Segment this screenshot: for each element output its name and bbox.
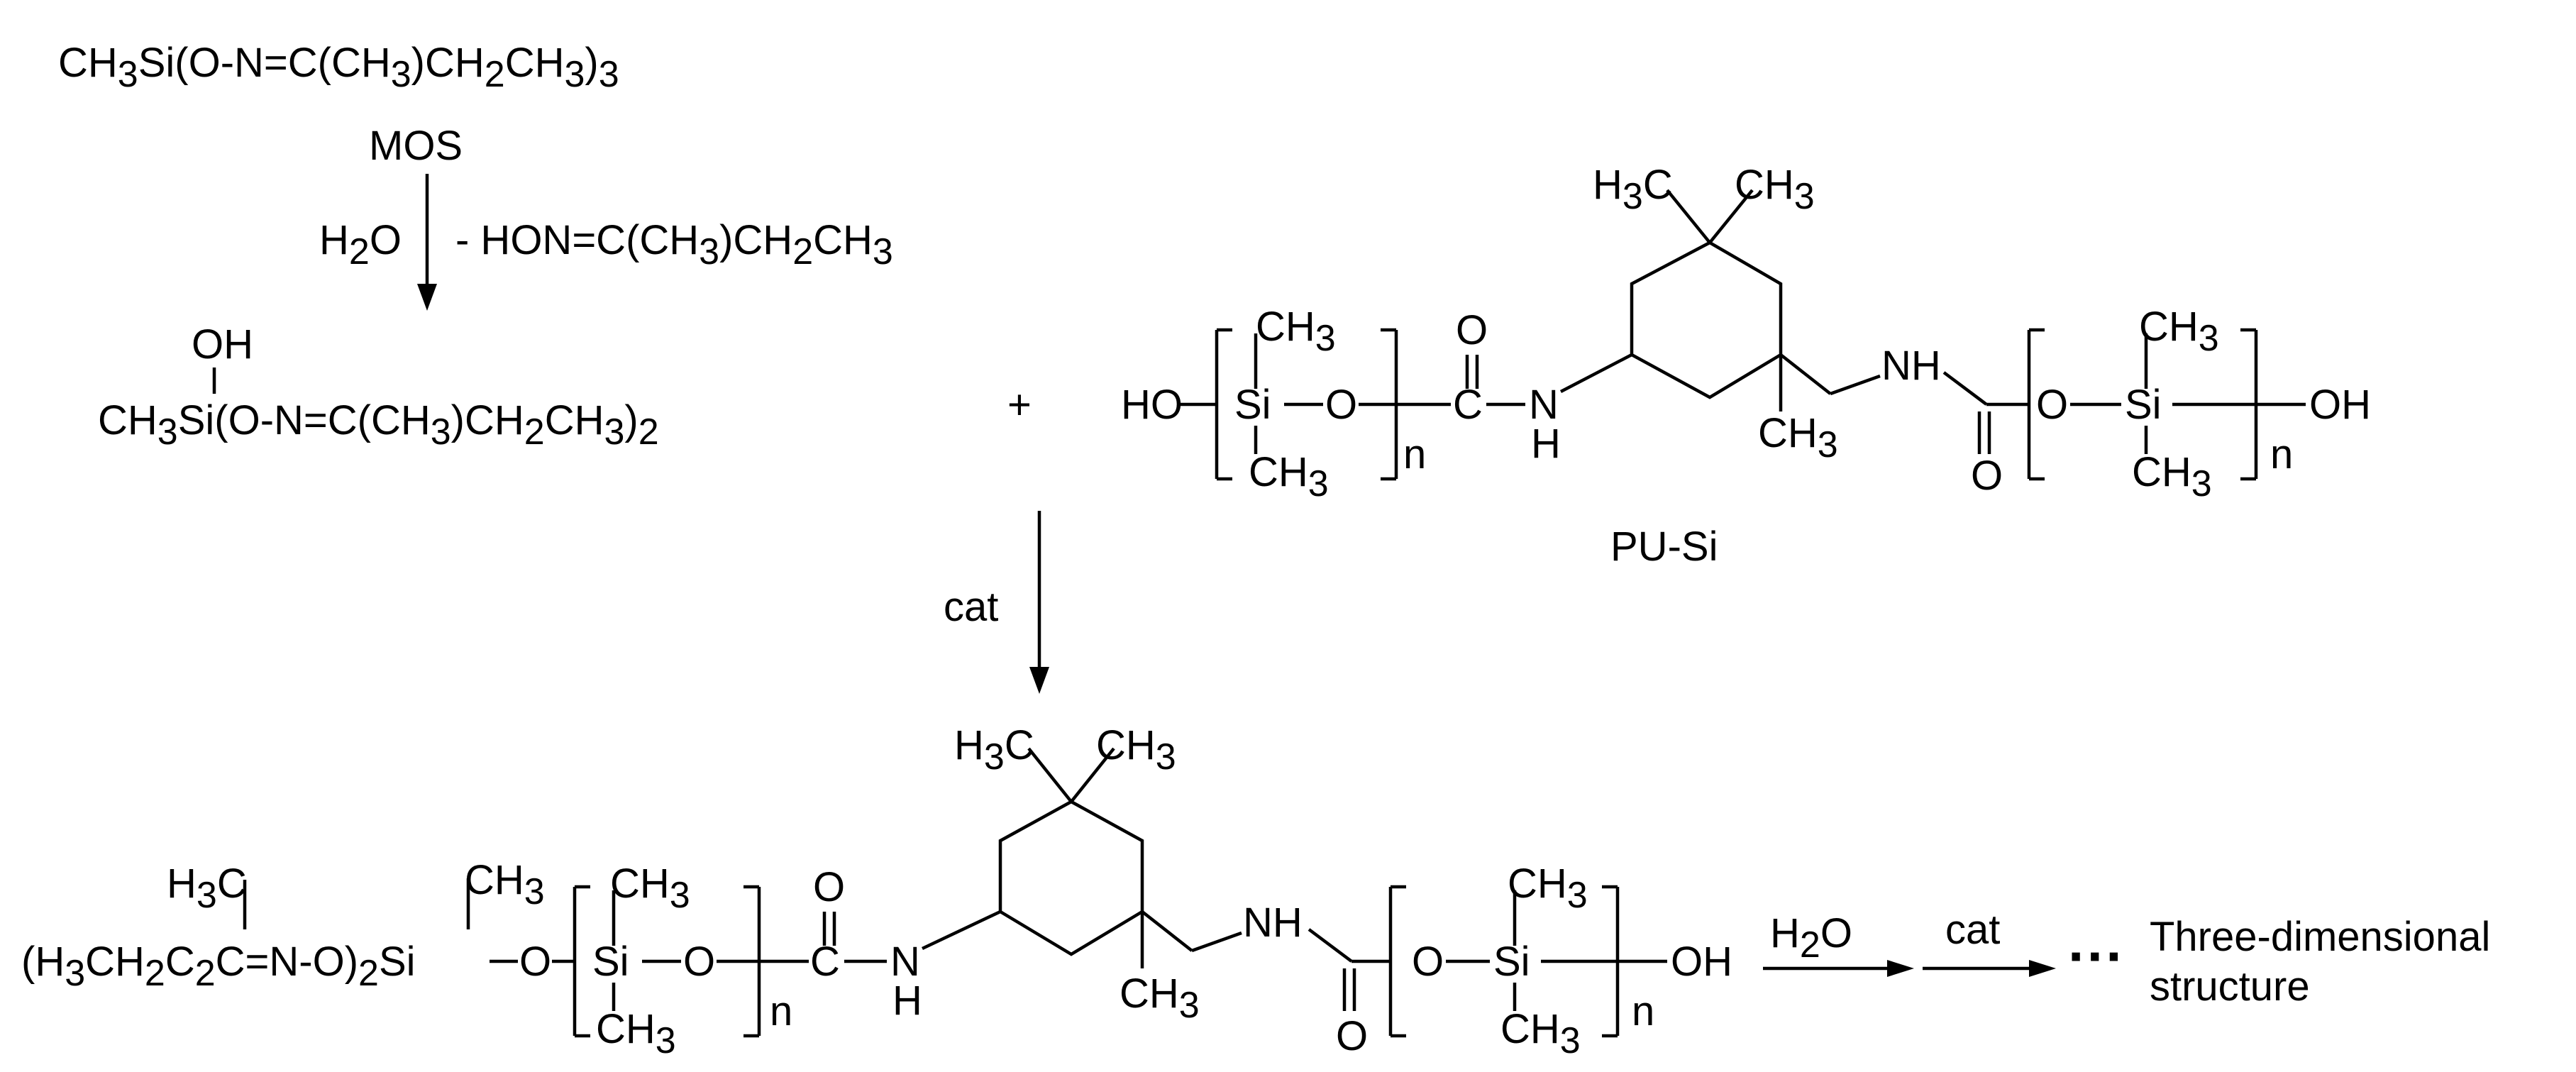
condensation-arrow	[1029, 511, 1049, 694]
svg-text:n: n	[2270, 431, 2293, 477]
svg-text:N: N	[1529, 382, 1559, 428]
intermediate-oh: OH	[192, 321, 253, 368]
svg-text:n: n	[770, 988, 792, 1034]
svg-text:H3C: H3C	[1593, 162, 1673, 217]
svg-text:H: H	[1531, 421, 1561, 467]
svg-text:CH3: CH3	[1256, 304, 1336, 359]
svg-text:H: H	[892, 978, 922, 1024]
svg-text:Si: Si	[1234, 382, 1271, 428]
svg-text:CH3: CH3	[1508, 861, 1588, 916]
svg-text:O: O	[1971, 453, 2003, 499]
svg-text:CH3: CH3	[2132, 449, 2212, 504]
svg-text:CH3: CH3	[1758, 410, 1838, 465]
svg-text:CH3: CH3	[610, 861, 690, 916]
final-arrow-cat	[1923, 960, 2056, 977]
svg-text:Si: Si	[592, 939, 629, 985]
svg-text:CH3: CH3	[1735, 162, 1815, 217]
cat-label-vertical: cat	[944, 584, 998, 630]
svg-text:Si: Si	[2125, 382, 2162, 428]
svg-text:Si: Si	[1493, 939, 1530, 985]
svg-text:CH3: CH3	[1120, 971, 1200, 1026]
svg-text:n: n	[1403, 431, 1426, 477]
svg-text:O: O	[683, 939, 715, 985]
oxime-byproduct: - HON=C(CH3)CH2CH3	[455, 217, 893, 272]
svg-text:O: O	[519, 939, 551, 985]
svg-text:CH3: CH3	[1249, 449, 1329, 504]
final-arrow-water	[1763, 960, 1914, 977]
product-molecule: H3C (H3CH2C2C=N-O)2Si CH3 O Si CH3 CH3 O…	[21, 722, 1732, 1061]
result-line-2: structure	[2150, 963, 2310, 1010]
svg-text:CH3: CH3	[2139, 304, 2219, 359]
svg-text:CH3: CH3	[465, 857, 545, 912]
final-water-label: H2O	[1770, 910, 1852, 966]
hydrolysis-arrow	[417, 174, 437, 311]
svg-text:O: O	[1456, 307, 1488, 353]
svg-text:N: N	[890, 939, 920, 985]
svg-text:H3C: H3C	[954, 722, 1034, 778]
svg-text:(H3CH2C2C=N-O)2Si: (H3CH2C2C=N-O)2Si	[21, 939, 416, 994]
final-cat-label: cat	[1945, 907, 2000, 953]
svg-text:O: O	[1325, 382, 1357, 428]
svg-text:NH: NH	[1243, 900, 1303, 946]
svg-text:O: O	[2036, 382, 2068, 428]
pu-si-molecule: HO Si CH3 CH3 O n C O N H H3C CH3 CH3 NH	[1121, 162, 2371, 504]
mos-label: MOS	[369, 123, 463, 169]
water-label: H2O	[319, 217, 402, 272]
svg-text:CH3: CH3	[596, 1006, 676, 1061]
svg-text:OH: OH	[1671, 939, 1732, 985]
svg-text:C: C	[1453, 382, 1483, 428]
ellipsis: ···	[2068, 924, 2125, 988]
svg-text:H3C: H3C	[167, 861, 247, 916]
intermediate-formula: CH3Si(O-N=C(CH3)CH2CH3)2	[98, 397, 659, 453]
svg-text:O: O	[1336, 1013, 1368, 1059]
svg-text:O: O	[1412, 939, 1444, 985]
svg-text:OH: OH	[2309, 382, 2371, 428]
svg-text:CH3: CH3	[1096, 722, 1176, 778]
plus-sign: +	[1007, 382, 1032, 428]
svg-text:O: O	[813, 864, 845, 910]
result-line-1: Three-dimensional	[2150, 914, 2490, 960]
svg-text:C: C	[810, 939, 840, 985]
svg-text:n: n	[1632, 988, 1654, 1034]
svg-text:HO: HO	[1121, 382, 1183, 428]
svg-text:CH3: CH3	[1500, 1006, 1581, 1061]
reactant-formula: CH3Si(O-N=C(CH3)CH2CH3)3	[58, 40, 619, 95]
svg-text:NH: NH	[1881, 343, 1941, 389]
pu-si-label: PU-Si	[1610, 524, 1718, 570]
